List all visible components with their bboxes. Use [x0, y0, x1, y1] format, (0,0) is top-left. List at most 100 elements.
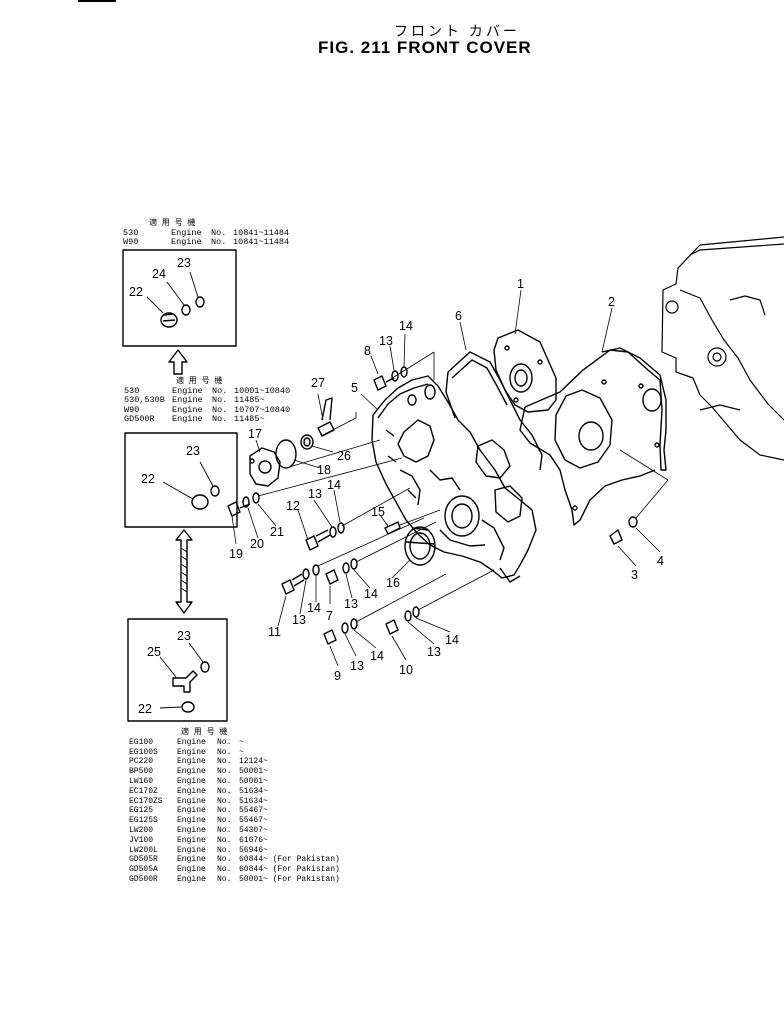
callout-5: 5 [351, 381, 358, 395]
top-rule [78, 0, 116, 2]
washer-26 [300, 434, 314, 450]
callout-19: 19 [229, 547, 243, 561]
up-arrow-icon [168, 349, 188, 375]
callout-23-top: 23 [177, 256, 191, 270]
callout-14-top: 14 [399, 319, 413, 333]
callout-4: 4 [657, 554, 664, 568]
washer-13-d [341, 622, 349, 634]
bolt-9 [323, 629, 337, 645]
callout-8: 8 [364, 344, 371, 358]
cap-17 [249, 447, 281, 487]
callout-14-a: 14 [327, 478, 341, 492]
plug-22-middle [162, 481, 209, 510]
assembly-guide-lines [257, 351, 669, 623]
ring-23-top [189, 271, 205, 308]
double-arrow-icon [175, 529, 193, 614]
bolt-3 [609, 529, 623, 545]
elbow-25-bottom [159, 656, 198, 693]
callout-23-middle: 23 [186, 444, 200, 458]
pin-15 [384, 521, 401, 535]
table-heading: 適 用 号 機 [176, 377, 223, 386]
washer-21 [252, 492, 260, 504]
callout-10: 10 [399, 663, 413, 677]
washer-14-b [312, 564, 320, 576]
washer-14-a [337, 522, 345, 534]
bolt-7 [325, 569, 339, 585]
callout-13-c: 13 [344, 597, 358, 611]
callout-14-e: 14 [445, 633, 459, 647]
callout-22-middle: 22 [141, 472, 155, 486]
callout-27: 27 [311, 376, 325, 390]
washer-14-d [350, 618, 358, 630]
japanese-title: フロント カバー [394, 23, 520, 39]
oil-seal-16 [404, 526, 436, 566]
washer-14-c [350, 558, 358, 570]
callout-15: 15 [371, 505, 385, 519]
washer-14-e [412, 606, 420, 618]
callout-23-bottom: 23 [177, 629, 191, 643]
bolt-12 [305, 529, 331, 551]
table-heading: 適 用 号 機 [181, 728, 228, 737]
front-cover-plate-1 [493, 329, 557, 413]
callout-25: 25 [147, 645, 161, 659]
ring-23-middle [199, 461, 220, 497]
callout-1: 1 [517, 277, 524, 291]
washer-13-c [342, 562, 350, 574]
callout-13-a: 13 [308, 487, 322, 501]
callout-14-d: 14 [370, 649, 384, 663]
variant-box-bottom [127, 618, 228, 722]
callout-26: 26 [337, 449, 351, 463]
callout-17: 17 [248, 427, 262, 441]
plug-22-bottom [159, 701, 195, 713]
timing-gear-case-5 [371, 375, 537, 583]
variant-box-middle [124, 432, 238, 528]
variant-box-top [122, 249, 237, 347]
bolt-8 [373, 375, 395, 391]
callout-13-top: 13 [379, 334, 393, 348]
gasket-2 [519, 347, 667, 526]
callout-21: 21 [270, 525, 284, 539]
callout-9: 9 [334, 669, 341, 683]
breather-27 [317, 397, 335, 437]
washer-14-top [400, 366, 408, 378]
callout-2: 2 [608, 295, 615, 309]
table-heading: 適 用 号 機 [149, 219, 196, 228]
washer-13-a [329, 526, 337, 538]
callout-3: 3 [631, 568, 638, 582]
callout-16: 16 [386, 576, 400, 590]
o-ring-18 [275, 439, 297, 469]
callout-11: 11 [268, 625, 281, 639]
bolt-10 [385, 619, 399, 635]
callout-14-c: 14 [364, 587, 378, 601]
figure-title: FIG. 211 FRONT COVER [318, 38, 532, 57]
washer-24-top [166, 281, 191, 316]
callout-7: 7 [326, 609, 333, 623]
washer-13-top [391, 370, 399, 382]
callout-24: 24 [152, 267, 166, 281]
callout-22-top: 22 [129, 285, 143, 299]
bolt-11 [281, 573, 305, 595]
ring-23-bottom [188, 642, 210, 673]
